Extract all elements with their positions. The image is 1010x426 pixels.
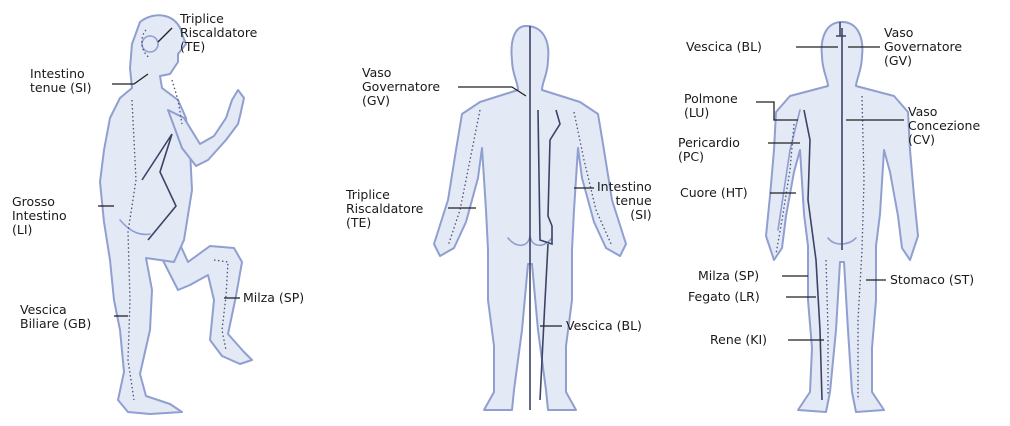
front-view-figure — [756, 22, 918, 412]
label-milza-front: Milza (SP) — [698, 269, 759, 283]
label-vaso-governatore-back: Vaso Governatore (GV) — [362, 66, 440, 108]
side-view-figure — [98, 15, 252, 414]
label-polmone: Polmone (LU) — [684, 92, 738, 120]
label-vaso-concezione: Vaso Concezione (CV) — [908, 105, 980, 147]
label-intestino-tenue-side: Intestino tenue (SI) — [30, 67, 91, 95]
label-intestino-tenue-back: Intestino tenue (SI) — [597, 180, 652, 222]
label-triplice-riscaldatore-back: Triplice Riscaldatore (TE) — [346, 188, 423, 230]
label-vaso-governatore-front: Vaso Governatore (GV) — [884, 26, 962, 68]
label-vescica-biliare: Vescica Biliare (GB) — [20, 303, 91, 331]
label-stomaco: Stomaco (ST) — [890, 273, 974, 287]
label-cuore: Cuore (HT) — [680, 186, 748, 200]
label-triplice-riscaldatore-side: Triplice Riscaldatore (TE) — [180, 12, 257, 54]
label-rene: Rene (KI) — [710, 333, 767, 347]
label-pericardio: Pericardio (PC) — [678, 136, 740, 164]
label-vescica-front: Vescica (BL) — [686, 40, 762, 54]
label-fegato: Fegato (LR) — [688, 290, 760, 304]
label-grosso-intestino: Grosso Intestino (LI) — [12, 195, 67, 237]
label-vescica-back: Vescica (BL) — [566, 319, 642, 333]
label-milza-side: Milza (SP) — [243, 291, 304, 305]
